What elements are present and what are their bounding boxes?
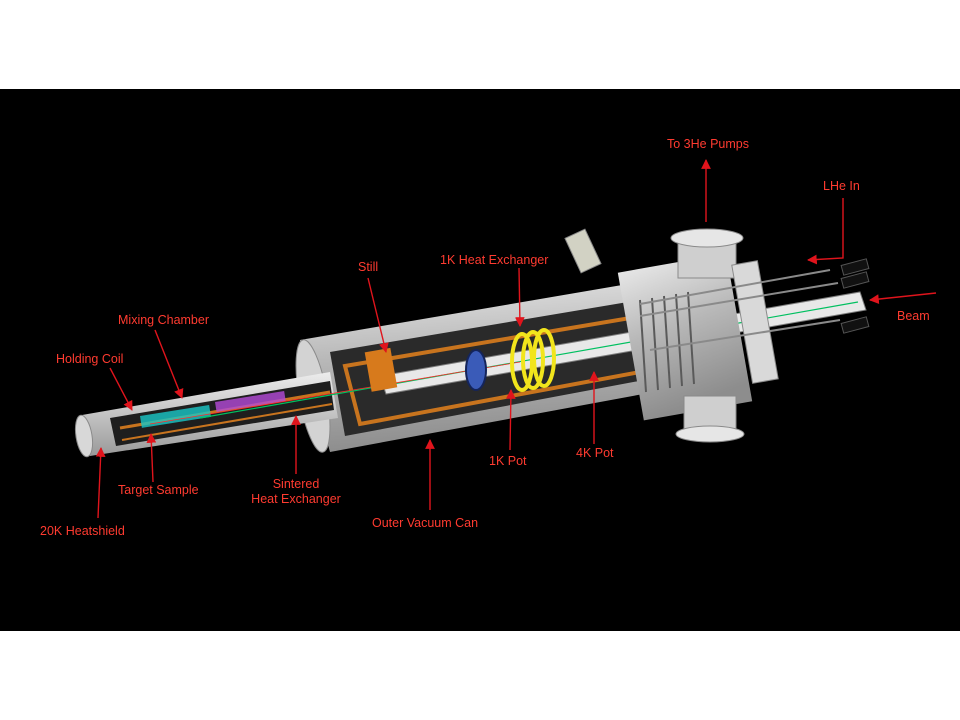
rear-flange-housing bbox=[617, 253, 753, 421]
top-feedthrough bbox=[564, 228, 602, 274]
label-sintered-line2: Heat Exchanger bbox=[251, 492, 341, 506]
tail-copper-line-lower bbox=[121, 403, 333, 441]
label-to-3he-pumps: To 3He Pumps bbox=[667, 137, 749, 151]
arrow-still bbox=[367, 277, 389, 353]
arrow-lhe-in bbox=[807, 198, 844, 265]
pumping-port-flange bbox=[670, 228, 744, 248]
label-heat-exchanger-1k: 1K Heat Exchanger bbox=[440, 253, 548, 267]
label-beam: Beam bbox=[897, 309, 930, 323]
mixing-chamber-region bbox=[215, 391, 286, 412]
still-vessel bbox=[364, 347, 398, 392]
label-target-sample: Target Sample bbox=[118, 483, 199, 497]
label-sintered-line1: Sintered bbox=[273, 477, 320, 491]
label-20k-heatshield: 20K Heatshield bbox=[40, 524, 125, 538]
heat-exchanger-1k-coils bbox=[510, 328, 556, 392]
arrow-20k-heatshield bbox=[95, 447, 106, 519]
label-still: Still bbox=[358, 260, 378, 274]
arrow-holding-coil bbox=[109, 367, 133, 411]
pot-1k-flange bbox=[465, 349, 487, 391]
arrow-1k-pot bbox=[505, 389, 516, 451]
rear-end-plate bbox=[731, 260, 779, 384]
arrow-beam bbox=[869, 292, 937, 304]
lower-port-flange bbox=[675, 425, 745, 443]
tail-end-cap bbox=[74, 414, 94, 458]
arrow-heat-exchanger-1k bbox=[514, 267, 525, 327]
beam-axis-line-red bbox=[149, 361, 521, 425]
label-holding-coil: Holding Coil bbox=[56, 352, 123, 366]
target-sample-region bbox=[140, 405, 212, 428]
label-4k-pot: 4K Pot bbox=[576, 446, 614, 460]
cryostat-body bbox=[74, 228, 870, 458]
callout-labels: To 3He Pumps LHe In Still 1K Heat Exchan… bbox=[40, 137, 930, 538]
label-outer-vacuum-can: Outer Vacuum Can bbox=[372, 516, 478, 530]
label-mixing-chamber: Mixing Chamber bbox=[118, 313, 209, 327]
callout-arrows bbox=[95, 159, 937, 519]
label-lhe-in: LHe In bbox=[823, 179, 860, 193]
arrow-mixing-chamber bbox=[154, 329, 184, 399]
arrow-target-sample bbox=[146, 433, 157, 483]
valve-handles bbox=[840, 258, 870, 334]
label-1k-pot: 1K Pot bbox=[489, 454, 527, 468]
fill-lines bbox=[639, 269, 841, 351]
